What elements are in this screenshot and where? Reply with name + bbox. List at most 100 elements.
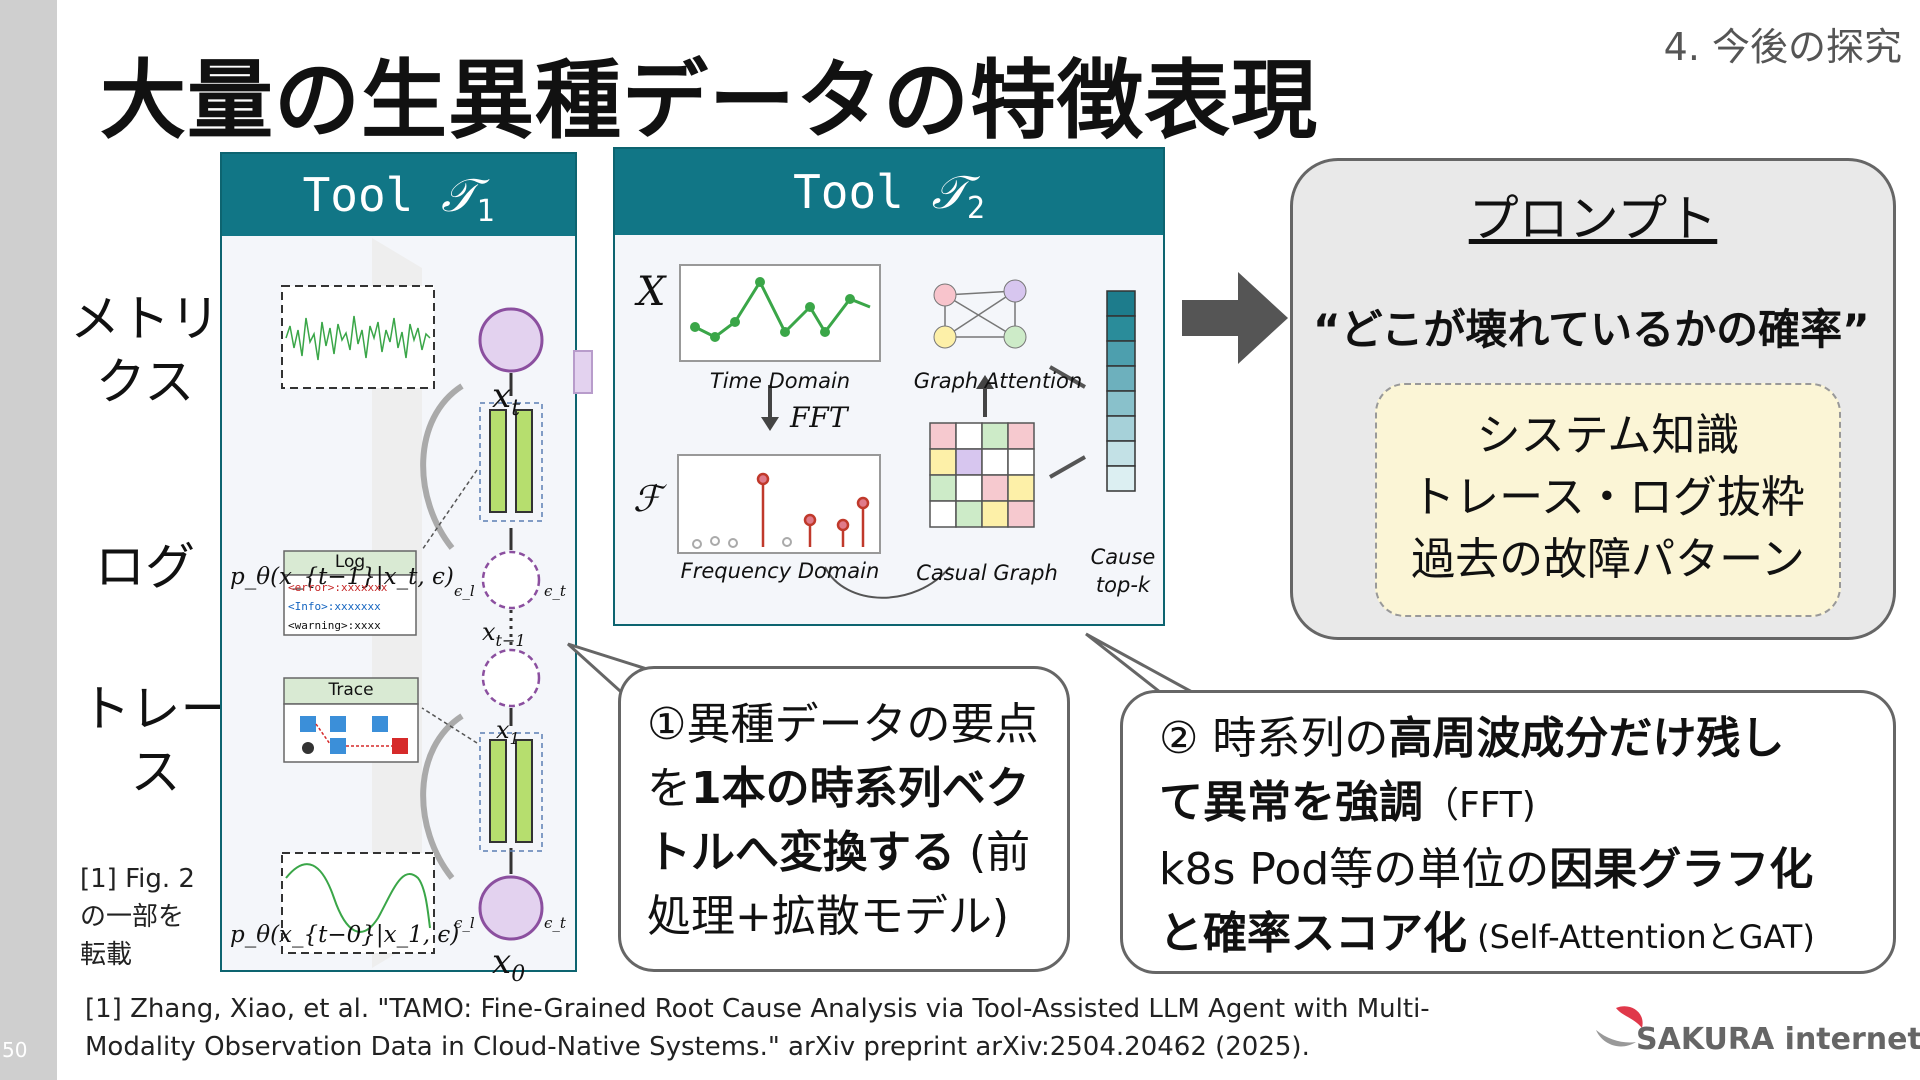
eps-l-top: ϵ_l <box>454 582 475 600</box>
denoiser-bar-4 <box>515 739 533 843</box>
tool1-panel: Tool 𝒯1 <box>220 152 577 987</box>
frequency-domain-box <box>677 454 881 554</box>
callout1: ①異種データの要点 を1本の時系列ベク トルへ変換する (前 処理+拡散モデル) <box>618 666 1070 972</box>
tool1-header-sub: 1 <box>476 194 495 230</box>
ga-node-2 <box>1003 279 1027 303</box>
callout1-line2: を1本の時系列ベク <box>647 757 1067 821</box>
reference-line2: Modality Observation Data in Cloud-Nativ… <box>85 1032 1310 1062</box>
sakura-logo-text: SAKURA internet <box>1636 1022 1920 1057</box>
callout2-line3-b: 因果グラフ化 <box>1549 844 1814 895</box>
trace-cube-3 <box>372 716 388 732</box>
metrics-label: メトリ クス <box>70 288 220 413</box>
node-xt-minus-1 <box>481 550 541 610</box>
source-note-line1: [1] Fig. 2 <box>80 864 195 894</box>
trace-cube-4 <box>330 738 346 754</box>
tool2-header: Tool 𝒯2 <box>615 149 1163 235</box>
sakura-logo-icon <box>1596 1006 1643 1047</box>
callout2-line4-b: (Self-AttentionとGAT) <box>1467 918 1815 956</box>
ga-node-4 <box>1003 325 1027 349</box>
source-note: [1] Fig. 2 の一部を 転載 <box>80 860 195 974</box>
noisy-signal-wave <box>285 315 431 361</box>
clean-signal-box <box>281 852 435 954</box>
tool1-header-symbol: 𝒯 <box>441 168 477 222</box>
x-symbol: X <box>637 269 666 315</box>
node-xt <box>478 307 544 373</box>
label-x0-main: x <box>492 942 512 982</box>
knowledge-item-trace-log: トレース・ログ抜粋 <box>1411 472 1805 523</box>
time-domain-box <box>679 264 881 362</box>
log-line-info: <Info>:xxxxxxx <box>288 600 381 613</box>
slide-title: 大量の生異種データの特徴表現 <box>100 51 1318 151</box>
tool2-diagram <box>677 264 1136 599</box>
tool1-diagram <box>281 238 544 968</box>
knowledge-item-past-failures: 過去の故障パターン <box>1411 534 1805 585</box>
node-x1 <box>481 648 541 708</box>
callout1-line3-a: トルへ変換する <box>647 827 955 878</box>
tool2-header-symbol: 𝒯 <box>931 165 967 219</box>
callout2-line2-b: （FFT) <box>1423 785 1536 826</box>
freq-to-graph-arrow <box>824 566 951 599</box>
tool2-panel: Tool 𝒯2 <box>613 147 1165 626</box>
callout2-line3: k8s Pod等の単位の因果グラフ化 <box>1159 838 1893 902</box>
label-x1-main: x <box>496 716 510 744</box>
casual-graph-grid <box>929 422 1035 528</box>
clean-signal-wave <box>285 863 431 933</box>
reference: [1] Zhang, Xiao, et al. "TAMO: Fine-Grai… <box>85 990 1430 1066</box>
fft-label: FFT <box>790 401 848 434</box>
cause-vector <box>1106 290 1136 492</box>
trace-link-1 <box>315 723 331 745</box>
trace-cube-1 <box>300 716 316 732</box>
logs-label: ログ <box>95 538 195 596</box>
cg-to-cause-arrow <box>1049 455 1086 479</box>
trace-cube-2 <box>330 716 346 732</box>
dashed-link-log <box>421 469 478 551</box>
label-x1: x1 <box>496 716 520 748</box>
sakura-logo: SAKURA internet <box>1590 1000 1920 1060</box>
label-xt1-main: x <box>482 618 496 646</box>
log-box-body <box>283 574 417 636</box>
label-xt: xt <box>492 376 520 421</box>
log-lines: <error>:xxxxxxx <Info>:xxxxxxx <warning>… <box>288 578 387 635</box>
callout2: ② 時系列の高周波成分だけ残し て異常を強調（FFT) k8s Pod等の単位の… <box>1120 690 1896 974</box>
source-note-line3: 転載 <box>80 940 133 970</box>
frequency-low-stems <box>692 536 792 549</box>
trace-bug-icon <box>302 742 314 754</box>
graph-attention-caption: Graph Attention <box>913 369 1083 393</box>
knowledge-box: システム知識 トレース・ログ抜粋 過去の故障パターン <box>1375 383 1841 617</box>
curved-arrow-top <box>420 383 464 550</box>
denoiser-bar-2 <box>515 409 533 513</box>
fft-arrow-head <box>761 417 779 431</box>
callout2-line1: ② 時系列の高周波成分だけ残し <box>1159 707 1893 771</box>
section-label: 4. 今後の探究 <box>1663 25 1902 69</box>
log-title: Log <box>334 552 366 572</box>
time-domain-caption: Time Domain <box>709 369 851 393</box>
noisy-signal-box <box>281 285 435 389</box>
ga-node-1 <box>933 283 957 307</box>
log-line-error: <error>:xxxxxxx <box>288 581 388 594</box>
log-line-warning: <warning>:xxxx <box>288 619 381 632</box>
label-xt-sub: t <box>511 395 521 421</box>
casual-graph-caption: Casual Graph <box>916 561 1058 585</box>
eps-t-bottom: ϵ_t <box>544 914 566 932</box>
callout2-line2: て異常を強調（FFT) <box>1159 771 1893 838</box>
callout1-line1: ①異種データの要点 <box>647 699 1039 750</box>
formula-top: p_θ(x_{t−1}|x_t, ϵ) <box>230 564 454 590</box>
curved-arrow-bottom <box>420 713 464 880</box>
denoiser-box-top <box>479 402 543 522</box>
prompt-quote: “どこが壊れているかの確率” <box>1313 305 1870 354</box>
callout1-line4: 処理+拡散モデル) <box>647 891 1010 942</box>
to-prompt-arrow <box>1182 272 1288 364</box>
denoiser-box-bottom <box>479 732 543 852</box>
ga-node-3 <box>933 325 957 349</box>
callout2-line4: と確率スコア化 (Self-AttentionとGAT) <box>1159 902 1893 969</box>
tool1-header-prefix: Tool <box>302 168 414 222</box>
tool1-to-tool2-tab <box>573 350 593 394</box>
knowledge-item-system: システム知識 <box>1476 410 1740 461</box>
tool2-header-prefix: Tool <box>793 165 904 219</box>
callout2-line1-b: 高周波成分だけ残し <box>1388 713 1785 764</box>
label-xt1-sub: t−1 <box>495 630 526 650</box>
source-note-line2: の一部を <box>80 902 185 932</box>
tool2-header-sub: 2 <box>966 191 985 227</box>
formula-bottom: p_θ(x_{t−0}|x_1, ϵ) <box>230 922 460 948</box>
callout1-line2-a: を <box>647 763 691 814</box>
